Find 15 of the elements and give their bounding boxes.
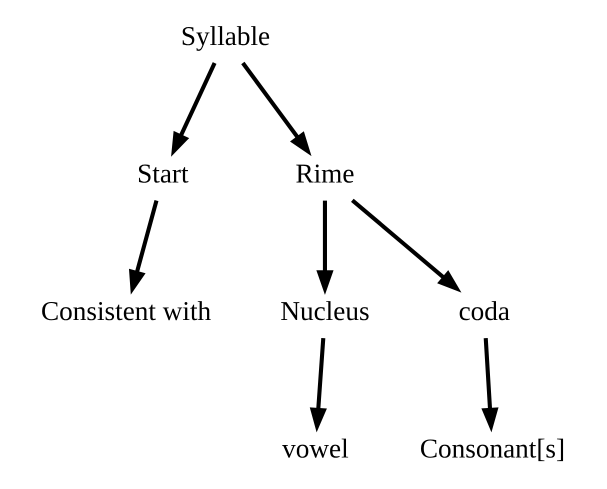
node-text: Consistent with xyxy=(41,296,212,326)
node-text: Rime xyxy=(295,158,354,189)
node-text: Syllable xyxy=(180,20,270,51)
node-text: vowel xyxy=(282,434,349,464)
arrow xyxy=(171,62,216,157)
node-text: Start xyxy=(137,158,189,189)
node-text: Nucleus xyxy=(280,296,370,326)
arrow xyxy=(241,62,312,156)
arrow xyxy=(310,338,327,432)
node-text: coda xyxy=(458,296,510,326)
arrow xyxy=(128,200,158,295)
arrow xyxy=(351,198,462,293)
arrow xyxy=(481,338,499,432)
node-text: Consonant[s] xyxy=(420,434,566,464)
arrow xyxy=(316,200,334,295)
